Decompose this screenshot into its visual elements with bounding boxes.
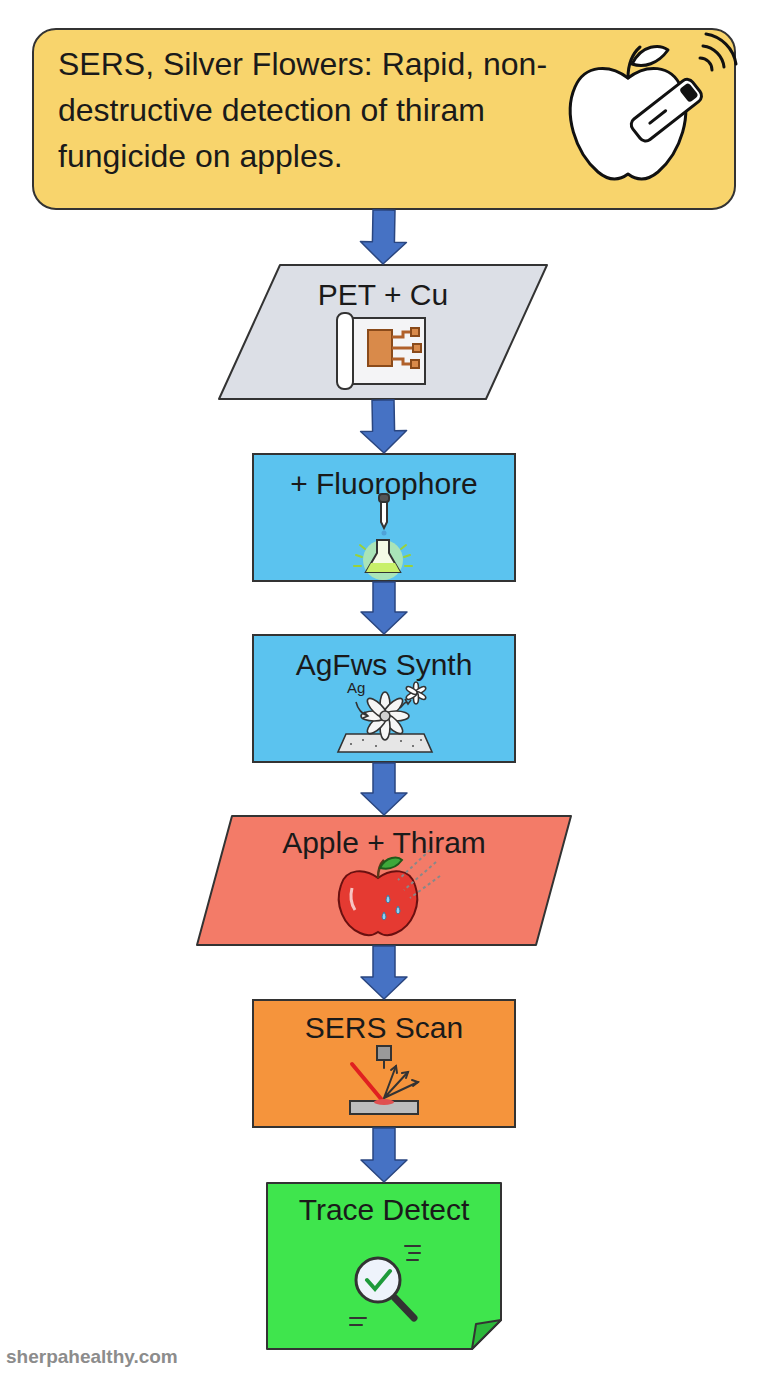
input-parallelogram: Apple + Thiram [196,815,572,946]
title-text: SERS, Silver Flowers: Rapid, non-destruc… [58,41,578,179]
process-box: AgFws Synth [252,634,516,763]
flow-arrow [361,946,407,999]
node-shape [267,1183,501,1349]
watermark: sherpahealthy.com [6,1346,178,1368]
flow-arrow [361,400,407,453]
node-label: + Fluorophore [254,467,514,501]
flow-arrow [361,763,407,815]
node-label: Trace Detect [266,1193,502,1227]
input-parallelogram: PET + Cu [218,264,548,400]
node-label: AgFws Synth [254,648,514,682]
title-box: SERS, Silver Flowers: Rapid, non-destruc… [32,28,736,210]
process-box: SERS Scan [252,999,516,1128]
flow-arrow [360,210,406,264]
page-fold [472,1320,501,1349]
flow-arrow [361,1128,407,1182]
node-label: Apple + Thiram [196,826,572,860]
element-label: Ag [347,679,365,696]
node-shape [197,816,571,945]
document-shape: Trace Detect [266,1182,502,1350]
node-shape [219,265,547,399]
node-label: SERS Scan [254,1011,514,1045]
process-box: + Fluorophore [252,453,516,582]
flow-arrow [361,582,407,634]
node-label: PET + Cu [218,278,548,312]
